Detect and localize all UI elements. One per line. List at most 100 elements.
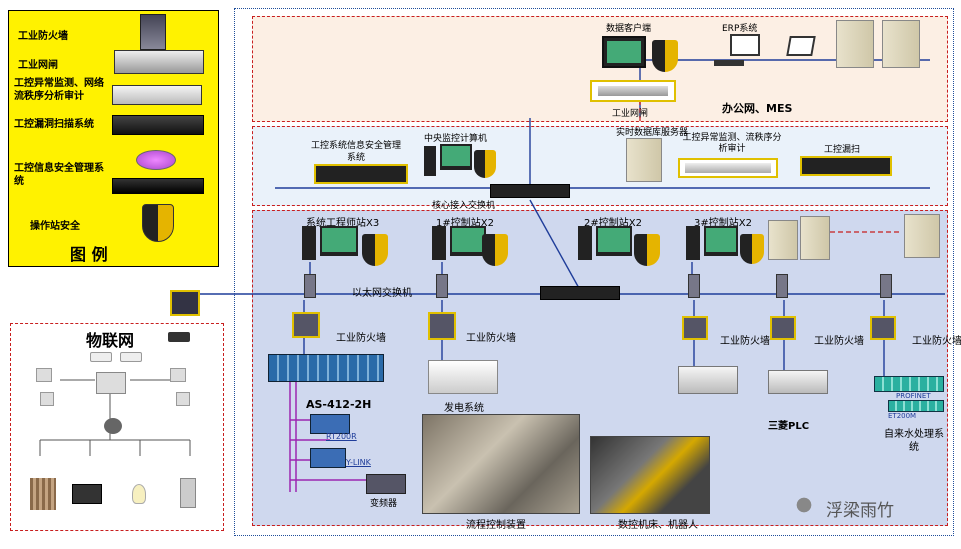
- profinet-label: PROFINET: [896, 392, 931, 400]
- iot-internet-icon: [120, 352, 142, 362]
- station3-screen-icon: [704, 226, 738, 256]
- erp-server-icon-1: [836, 20, 874, 68]
- legend-label-gateway: 工业网闸: [18, 60, 58, 71]
- shield-icon: [142, 204, 174, 242]
- power-system-icon: [428, 360, 498, 394]
- legend-label-audit: 工控异常监测、网络流秩序分析审计: [14, 78, 104, 102]
- water-plc-rack-icon: [874, 376, 944, 392]
- iot-curtain-icon: [30, 478, 56, 510]
- monitor-pc-shield-icon: [474, 150, 496, 178]
- switch-water-icon: [880, 274, 892, 298]
- station1-screen-icon: [450, 226, 486, 256]
- anomaly-audit-device-icon: [678, 158, 778, 178]
- process-label: 流程控制装置: [466, 520, 526, 531]
- firewall-s1-label: 工业防火墙: [466, 333, 516, 344]
- eng-station-label: 系统工程师站X3: [306, 218, 380, 229]
- iot-phone-icon: [90, 352, 112, 362]
- switch-s1-icon: [436, 274, 448, 298]
- monitor-pc-label: 中央监控计算机: [424, 134, 488, 144]
- station2-tower-icon: [578, 226, 592, 260]
- station2-shield-icon: [634, 234, 660, 266]
- inverter-icon: [366, 474, 406, 494]
- water-server-icon: [904, 214, 940, 258]
- plc-device-icon-2: [768, 370, 828, 394]
- firewall-eng-label: 工业防火墙: [336, 333, 386, 344]
- power-system-label: 发电系统: [444, 403, 484, 414]
- station3-tower-icon: [686, 226, 700, 260]
- station3-server-icon-1: [768, 220, 798, 260]
- legend-label-vuln-scan: 工控漏洞扫描系统: [14, 119, 94, 130]
- firewall-plc-icon: [770, 316, 796, 340]
- water-label: 自来水处理系统: [884, 429, 944, 453]
- legend-label-firewall: 工业防火墙: [18, 31, 68, 42]
- ylink-module-icon: [310, 448, 346, 468]
- firewall-water-icon: [870, 316, 896, 340]
- eng-station-screen-icon: [320, 226, 358, 256]
- outer-frame: [234, 8, 954, 536]
- iot-sensor-icon-3: [170, 368, 186, 382]
- keyboard-icon: [714, 60, 744, 66]
- station3-label: 3#控制站X2: [694, 218, 752, 229]
- distribution-switch-icon: [540, 286, 620, 300]
- office-gateway-label: 工业网闸: [612, 109, 649, 119]
- station1-tower-icon: [432, 226, 446, 260]
- station2-screen-icon: [596, 226, 632, 256]
- mgmt-disc-icon: [136, 150, 176, 170]
- station1-shield-icon: [482, 234, 508, 266]
- office-gateway-device-icon: [590, 80, 676, 102]
- iot-title: 物联网: [86, 331, 135, 350]
- firewall-s3-icon: [682, 316, 708, 340]
- core-switch-label: 核心接入交换机: [432, 201, 496, 211]
- firewall-s3-label: 工业防火墙: [720, 336, 770, 347]
- iot-sensor-icon-2: [40, 392, 54, 406]
- data-client-monitor-icon: [602, 36, 646, 68]
- laptop-icon: [786, 36, 816, 56]
- station3-shield-icon: [740, 234, 764, 264]
- legend-label-mgmt: 工控信息安全管理系统: [14, 163, 104, 187]
- info-mgmt-device-icon: [314, 164, 408, 184]
- anomaly-audit-label: 工控异常监测、流秩序分析审计: [682, 133, 782, 154]
- plc-device-icon-1: [678, 366, 738, 394]
- watermark-text: 浮梁雨竹: [826, 501, 894, 521]
- cnc-robot-photo: [590, 436, 710, 514]
- monitor-pc-screen-icon: [440, 144, 472, 170]
- legend-label-station-security: 操作站安全: [30, 221, 80, 232]
- cnc-label: 数控机床、机器人: [618, 520, 698, 531]
- station3-server-icon-2: [800, 216, 830, 260]
- iot-firewall-icon: [170, 290, 200, 316]
- realtime-server-icon: [626, 138, 662, 182]
- firewall-water-label: 工业防火墙: [912, 336, 961, 347]
- legend-title: 图 例: [70, 245, 108, 264]
- office-zone: [252, 16, 948, 122]
- et200-label: ET200M: [888, 412, 917, 420]
- vuln-scan-label: 工控漏扫: [824, 145, 861, 155]
- rt-module-icon: [310, 414, 350, 434]
- iot-controller-icon: [96, 372, 126, 394]
- firewall-device-icon: [140, 14, 166, 50]
- info-mgmt-label: 工控系统信息安全管理系统: [310, 141, 401, 163]
- switch-plc-icon: [776, 274, 788, 298]
- mgmt-device-icon: [112, 178, 204, 194]
- monitor-pc-tower-icon: [424, 146, 436, 176]
- wechat-icon: [790, 494, 818, 516]
- iot-camera-icon: [104, 418, 122, 434]
- ethernet-switch-label: 以太网交换机: [352, 288, 412, 299]
- inverter-label: 变频器: [370, 499, 398, 509]
- iot-sensor-icon-1: [36, 368, 52, 382]
- audit-device-icon: [112, 85, 202, 105]
- iot-heater-icon: [180, 478, 196, 508]
- office-zone-label: 办公网、MES: [722, 102, 793, 115]
- mitsubishi-label: 三菱PLC: [768, 421, 810, 432]
- as412-label: AS-412-2H: [306, 398, 372, 411]
- switch-eng-icon: [304, 274, 316, 298]
- process-equipment-photo: [422, 414, 580, 514]
- scanner-device-icon: [112, 115, 204, 135]
- erp-server-icon-2: [882, 20, 920, 68]
- rt-label: RT200R: [326, 432, 357, 441]
- core-switch-icon: [490, 184, 570, 198]
- firewall-plc-label: 工业防火墙: [814, 336, 864, 347]
- wifi-router-icon: [168, 332, 190, 342]
- erp-monitor-icon: [730, 34, 760, 56]
- erp-label: ERP系统: [722, 24, 758, 34]
